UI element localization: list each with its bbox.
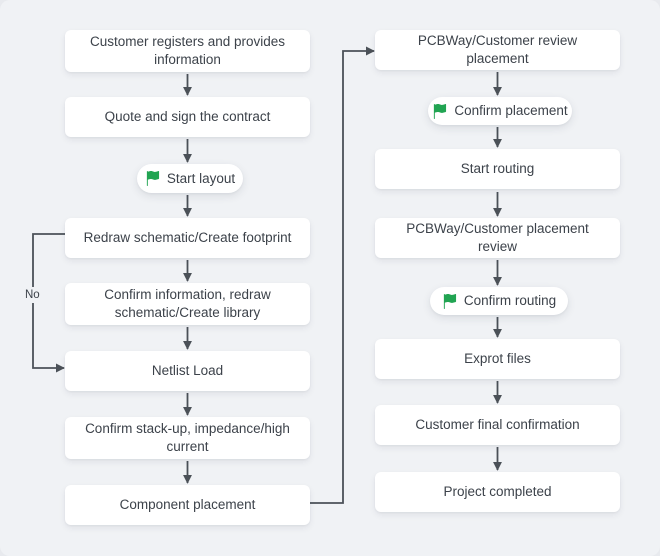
column-link-connector: [310, 46, 375, 504]
flow-node-project-completed: Project completed: [375, 472, 620, 512]
flow-node-label: Confirm stack-up, impedance/high current: [85, 421, 290, 454]
flow-node-label: Project completed: [443, 484, 552, 499]
milestone-confirm-placement: Confirm placement: [428, 97, 572, 125]
flag-icon: [442, 293, 457, 309]
flow-node-redraw-schematic: Redraw schematic/Create footprint: [65, 218, 310, 258]
flow-node-label: Quote and sign the contract: [104, 109, 271, 124]
flow-node-confirm-stackup: Confirm stack-up, impedance/high current: [65, 417, 310, 459]
flow-node-label: Customer final confirmation: [415, 417, 580, 432]
flow-node-customer-registers: Customer registers and provides informat…: [65, 30, 310, 72]
flow-node-start-routing: Start routing: [375, 149, 620, 189]
flow-node-label: Exprot files: [464, 351, 531, 366]
flow-node-quote-sign-contract: Quote and sign the contract: [65, 97, 310, 137]
milestone-label: Confirm routing: [463, 293, 557, 308]
flow-node-customer-final-confirmation: Customer final confirmation: [375, 405, 620, 445]
flow-node-export-files: Exprot files: [375, 339, 620, 379]
flag-icon: [145, 171, 160, 186]
milestone-label: Start layout: [166, 170, 236, 186]
milestone-confirm-routing: Confirm routing: [430, 287, 568, 315]
flow-node-label: PCBWay/Customer placement review: [406, 221, 589, 254]
flow-node-label: PCBWay/Customer review placement: [417, 33, 578, 66]
flow-node-placement-review: PCBWay/Customer placement review: [375, 218, 620, 258]
flag-icon: [432, 103, 447, 119]
flow-node-netlist-load: Netlist Load: [65, 351, 310, 391]
flow-node-label: Netlist Load: [151, 363, 224, 378]
milestone-start-layout: Start layout: [137, 164, 243, 193]
flow-node-label: Start routing: [460, 161, 535, 176]
flow-node-label: Redraw schematic/Create footprint: [83, 230, 292, 245]
flow-node-review-placement: PCBWay/Customer review placement: [375, 30, 620, 70]
flow-node-label: Customer registers and provides informat…: [89, 34, 286, 67]
flow-node-label: Confirm information, redraw schematic/Cr…: [104, 287, 271, 320]
milestone-label: Confirm placement: [454, 103, 568, 118]
flow-node-confirm-information: Confirm information, redraw schematic/Cr…: [65, 283, 310, 325]
flow-node-component-placement: Component placement: [65, 485, 310, 525]
flow-node-label: Component placement: [119, 497, 256, 512]
no-edge-label: No: [22, 287, 43, 303]
